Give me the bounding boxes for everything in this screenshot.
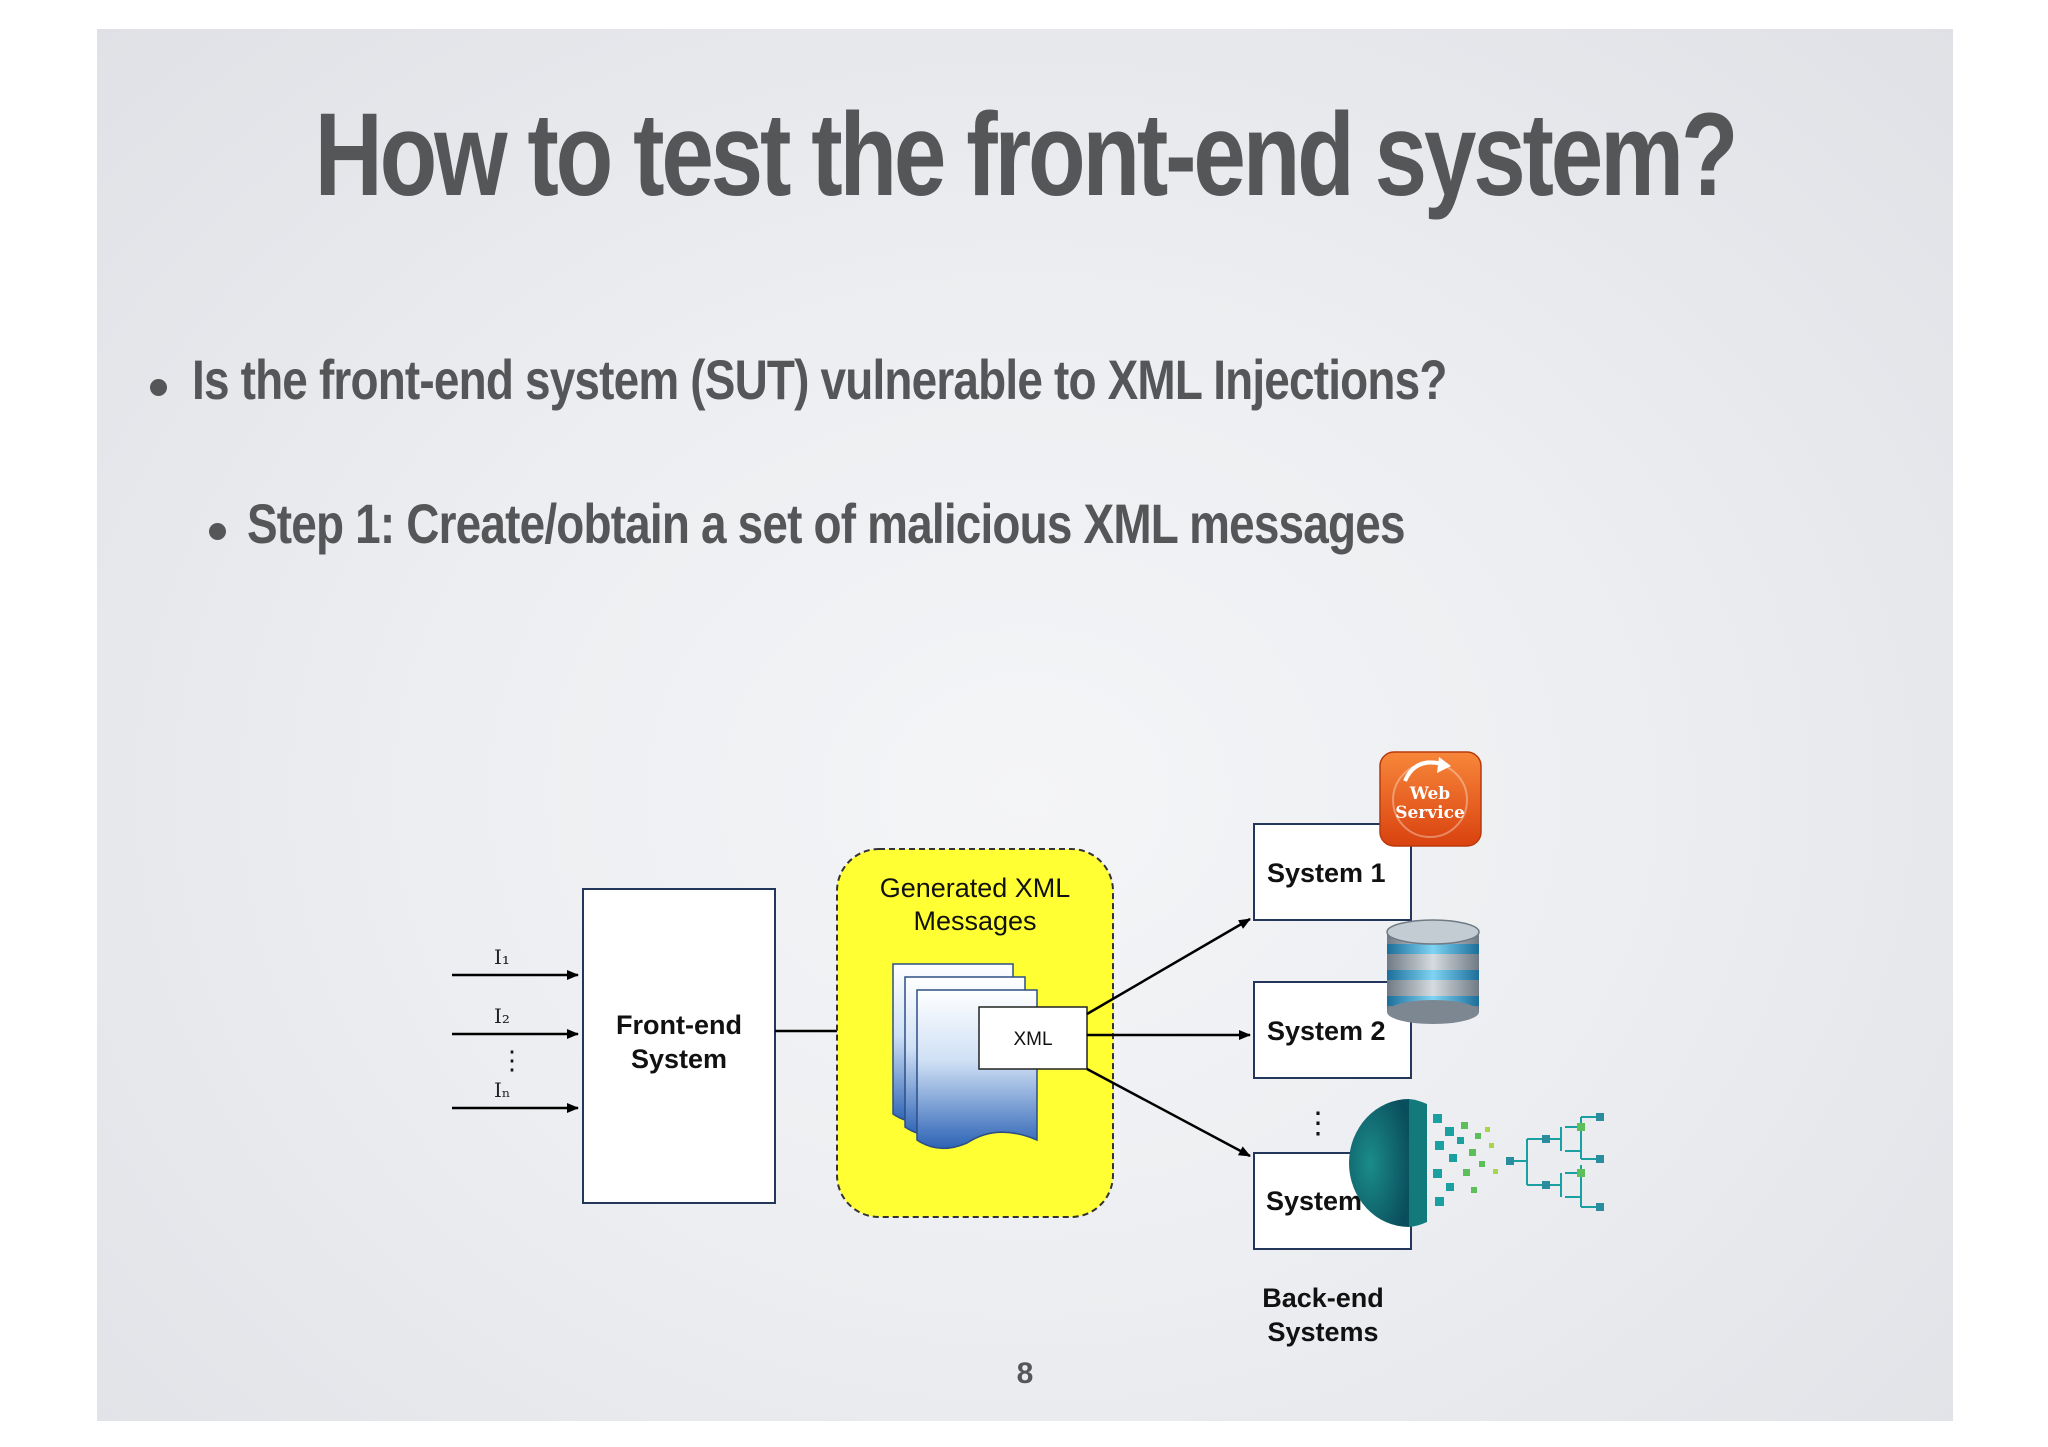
system-2-box: System 2 (1253, 981, 1412, 1079)
bullet-dot (150, 379, 167, 396)
input-arrows: I₁ I₂ Iₙ ⋮ (452, 945, 579, 1113)
backend-label-line1: Back-end (1262, 1283, 1384, 1313)
bullet-dot (209, 523, 226, 540)
web-service-label-line1: Web (1409, 784, 1451, 804)
xml-to-systemn-arrow (1086, 1067, 1251, 1158)
front-end-system-box: Front-end System (582, 888, 776, 1204)
web-service-icon: Web Service (1379, 751, 1482, 847)
xml-to-system1-arrow (1086, 917, 1251, 1016)
web-service-label-line2: Service (1395, 803, 1465, 823)
input-label-n: Iₙ (494, 1078, 511, 1102)
bullet-2: Step 1: Create/obtain a set of malicious… (247, 492, 1405, 555)
systems-ellipsis: ⋮ (1303, 1107, 1333, 1140)
slide: How to test the front-end system? Is the… (97, 29, 1953, 1421)
data-network-icon (1349, 1099, 1604, 1227)
database-icon (1386, 919, 1480, 1024)
generated-label-line1: Generated XML (880, 873, 1071, 903)
architecture-diagram: I₁ I₂ Iₙ ⋮ Front-end System Generated XM… (452, 751, 1604, 1347)
input-label-1: I₁ (494, 945, 510, 969)
backend-label-line2: Systems (1267, 1317, 1378, 1347)
system-1-box: System 1 (1253, 823, 1412, 921)
input-label-2: I₂ (494, 1004, 510, 1028)
input-ellipsis: ⋮ (499, 1045, 525, 1075)
system-2-label: System 2 (1267, 1016, 1386, 1046)
xml-doc-label: XML (1013, 1029, 1052, 1050)
front-end-label-line2: System (631, 1044, 727, 1074)
bullet-1: Is the front-end system (SUT) vulnerable… (192, 348, 1447, 411)
system-1-label: System 1 (1267, 858, 1386, 888)
generated-xml-messages-box: Generated XML Messages XML (836, 848, 1114, 1218)
front-end-label-line1: Front-end (616, 1010, 742, 1040)
generated-label-line2: Messages (913, 906, 1036, 936)
xml-doc-label-box (978, 1006, 1088, 1070)
slide-title: How to test the front-end system? (314, 89, 1739, 221)
page-number: 8 (1016, 1357, 1034, 1390)
